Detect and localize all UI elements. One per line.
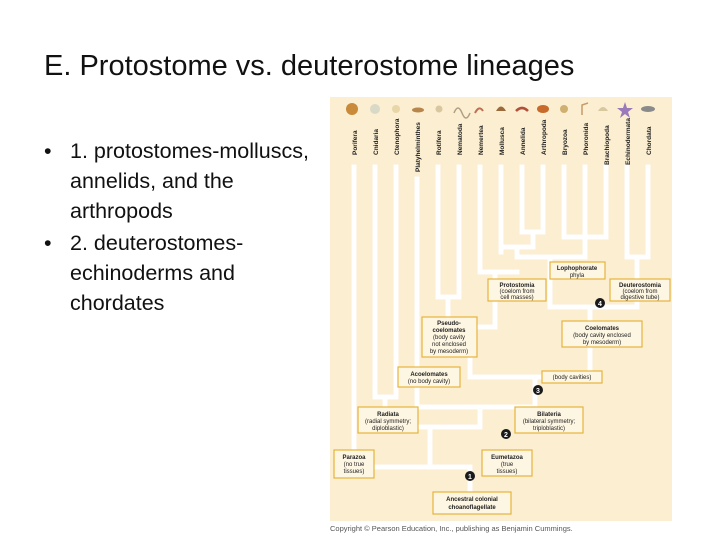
acoelomates-box: Acoelomates (no body cavity) — [397, 366, 461, 388]
box-sub: digestive tube) — [620, 295, 659, 301]
box-sub: (body cavity — [433, 335, 465, 341]
box-sub: tissues) — [497, 469, 518, 475]
box-sub: by mesoderm) — [430, 349, 468, 355]
box-sub: (no true — [344, 462, 365, 468]
box-sub: phyla — [570, 273, 585, 279]
fish-icon — [641, 106, 655, 112]
phylum-label: Arthropoda — [541, 119, 548, 155]
phylum-label: Bryozoa — [562, 129, 569, 155]
box-sub: diploblastic) — [372, 426, 404, 432]
box-sub: by mesoderm) — [583, 340, 621, 346]
sea-star-icon — [617, 102, 633, 118]
nematode-icon — [453, 107, 471, 119]
bullet-item: • 1. protostomes-molluscs, annelids, and… — [44, 136, 314, 226]
phylum-label: Phoronida — [583, 122, 590, 155]
lophophorate-box: Lophophorate phyla — [549, 261, 606, 280]
box-sub: triploblastic) — [533, 426, 565, 432]
box-sub: (radial symmetry; — [365, 419, 411, 425]
jellyfish-icon — [370, 104, 380, 114]
box-sub: not enclosed — [432, 342, 466, 348]
node-markers: 1 2 3 4 — [465, 298, 605, 481]
ancestral-box: Ancestral colonial choanoflagellate — [432, 491, 512, 515]
arthropod-icon — [537, 105, 549, 113]
box-sub: (no body cavity) — [408, 379, 450, 385]
nemertean-icon — [474, 107, 484, 114]
node-marker — [465, 471, 475, 481]
box-sub: (body cavity enclosed — [573, 333, 631, 339]
bullet-marker: • — [44, 139, 52, 163]
bryozoan-icon — [560, 105, 568, 113]
node-number: 4 — [598, 301, 602, 308]
clade-boxes: Lophophorate phyla Protostomia (coelom f… — [333, 261, 671, 515]
phylum-label: Nematoda — [457, 123, 464, 155]
snail-icon — [496, 106, 506, 111]
bilateria-box: Bilateria (bilateral symmetry; triplobla… — [514, 406, 584, 434]
box-title: Ancestral colonial — [446, 497, 498, 503]
box-title: coelomates — [432, 328, 466, 334]
bullet-marker: • — [44, 231, 52, 255]
phylum-label: Rotifera — [436, 130, 443, 155]
deuterostomia-box: Deuterostomia (coelom from digestive tub… — [609, 278, 671, 302]
phylum-label: Cnidaria — [373, 129, 380, 155]
animal-icons — [346, 102, 655, 119]
coelomates-box: Coelomates (body cavity enclosed by meso… — [561, 320, 643, 348]
box-sub: (bilateral symmetry; — [523, 419, 576, 425]
bullet-item: • 2. deuterostomes-echinoderms and chord… — [44, 228, 314, 318]
box-sub: tissues) — [344, 469, 365, 475]
box-sub: (coelom from — [622, 289, 657, 295]
bullet-list: • 1. protostomes-molluscs, annelids, and… — [44, 136, 314, 320]
parazoa-box: Parazoa (no true tissues) — [333, 449, 375, 479]
bullet-text: 1. protostomes-molluscs, annelids, and t… — [70, 139, 309, 223]
box-title: Pseudo- — [437, 321, 461, 327]
sponge-icon — [346, 103, 358, 115]
annelid-icon — [515, 106, 529, 112]
phylum-label: Annelida — [520, 127, 527, 155]
box-title: (body cavities) — [553, 375, 592, 381]
box-title: Radiata — [377, 412, 399, 418]
radiata-box: Radiata (radial symmetry; diploblastic) — [357, 406, 419, 434]
box-title: Lophophorate — [557, 266, 598, 272]
box-sub: (true — [501, 462, 514, 468]
node-marker — [595, 298, 605, 308]
box-sub: (coelom from — [499, 289, 534, 295]
phylum-label: Platyhelminthes — [415, 122, 422, 172]
phylum-label: Nemertea — [478, 125, 485, 155]
bullet-text: 2. deuterostomes-echinoderms and chordat… — [70, 231, 244, 315]
node-marker — [501, 429, 511, 439]
box-title: Acoelomates — [410, 372, 448, 378]
pseudocoelomates-box: Pseudo- coelomates (body cavity not encl… — [421, 316, 478, 358]
copyright-caption: Copyright © Pearson Education, Inc., pub… — [330, 524, 573, 533]
phylum-label: Porifera — [352, 130, 359, 155]
box-title: choanoflagellate — [448, 505, 496, 511]
phylum-label: Ctenophora — [394, 118, 401, 155]
box-title: Deuterostomia — [619, 283, 662, 289]
phylogeny-figure: Porifera Cnidaria Ctenophora Platyhelmin… — [330, 97, 672, 521]
phylum-label: Chordata — [646, 126, 653, 155]
node-number: 3 — [536, 388, 540, 395]
box-title: Parazoa — [342, 455, 366, 461]
phylogeny-tree: Porifera Cnidaria Ctenophora Platyhelmin… — [333, 102, 671, 515]
box-title: Eumetazoa — [491, 455, 523, 461]
eumetazoa-box: Eumetazoa (true tissues) — [481, 449, 533, 477]
box-sub: cell masses) — [500, 295, 533, 301]
phylum-label: Brachiopoda — [604, 125, 611, 165]
rotifer-icon — [435, 105, 443, 113]
slide-title: E. Protostome vs. deuterostome lineages — [44, 50, 575, 82]
box-title: Bilateria — [537, 412, 561, 418]
phoronid-icon — [581, 102, 589, 115]
box-title: Protostomia — [499, 283, 535, 289]
node-marker — [533, 385, 543, 395]
flatworm-icon — [412, 107, 424, 113]
box-title: Coelomates — [585, 326, 620, 332]
phylum-label: Echinodermata — [625, 118, 632, 165]
body-cavities-box: (body cavities) — [541, 370, 603, 384]
phylum-labels: Porifera Cnidaria Ctenophora Platyhelmin… — [352, 118, 653, 172]
phylum-label: Mollusca — [499, 127, 506, 155]
protostomia-box: Protostomia (coelom from cell masses) — [487, 278, 547, 302]
node-number: 2 — [504, 432, 508, 439]
brachiopod-icon — [598, 107, 608, 111]
node-number: 1 — [468, 474, 472, 481]
comb-jelly-icon — [392, 105, 400, 113]
